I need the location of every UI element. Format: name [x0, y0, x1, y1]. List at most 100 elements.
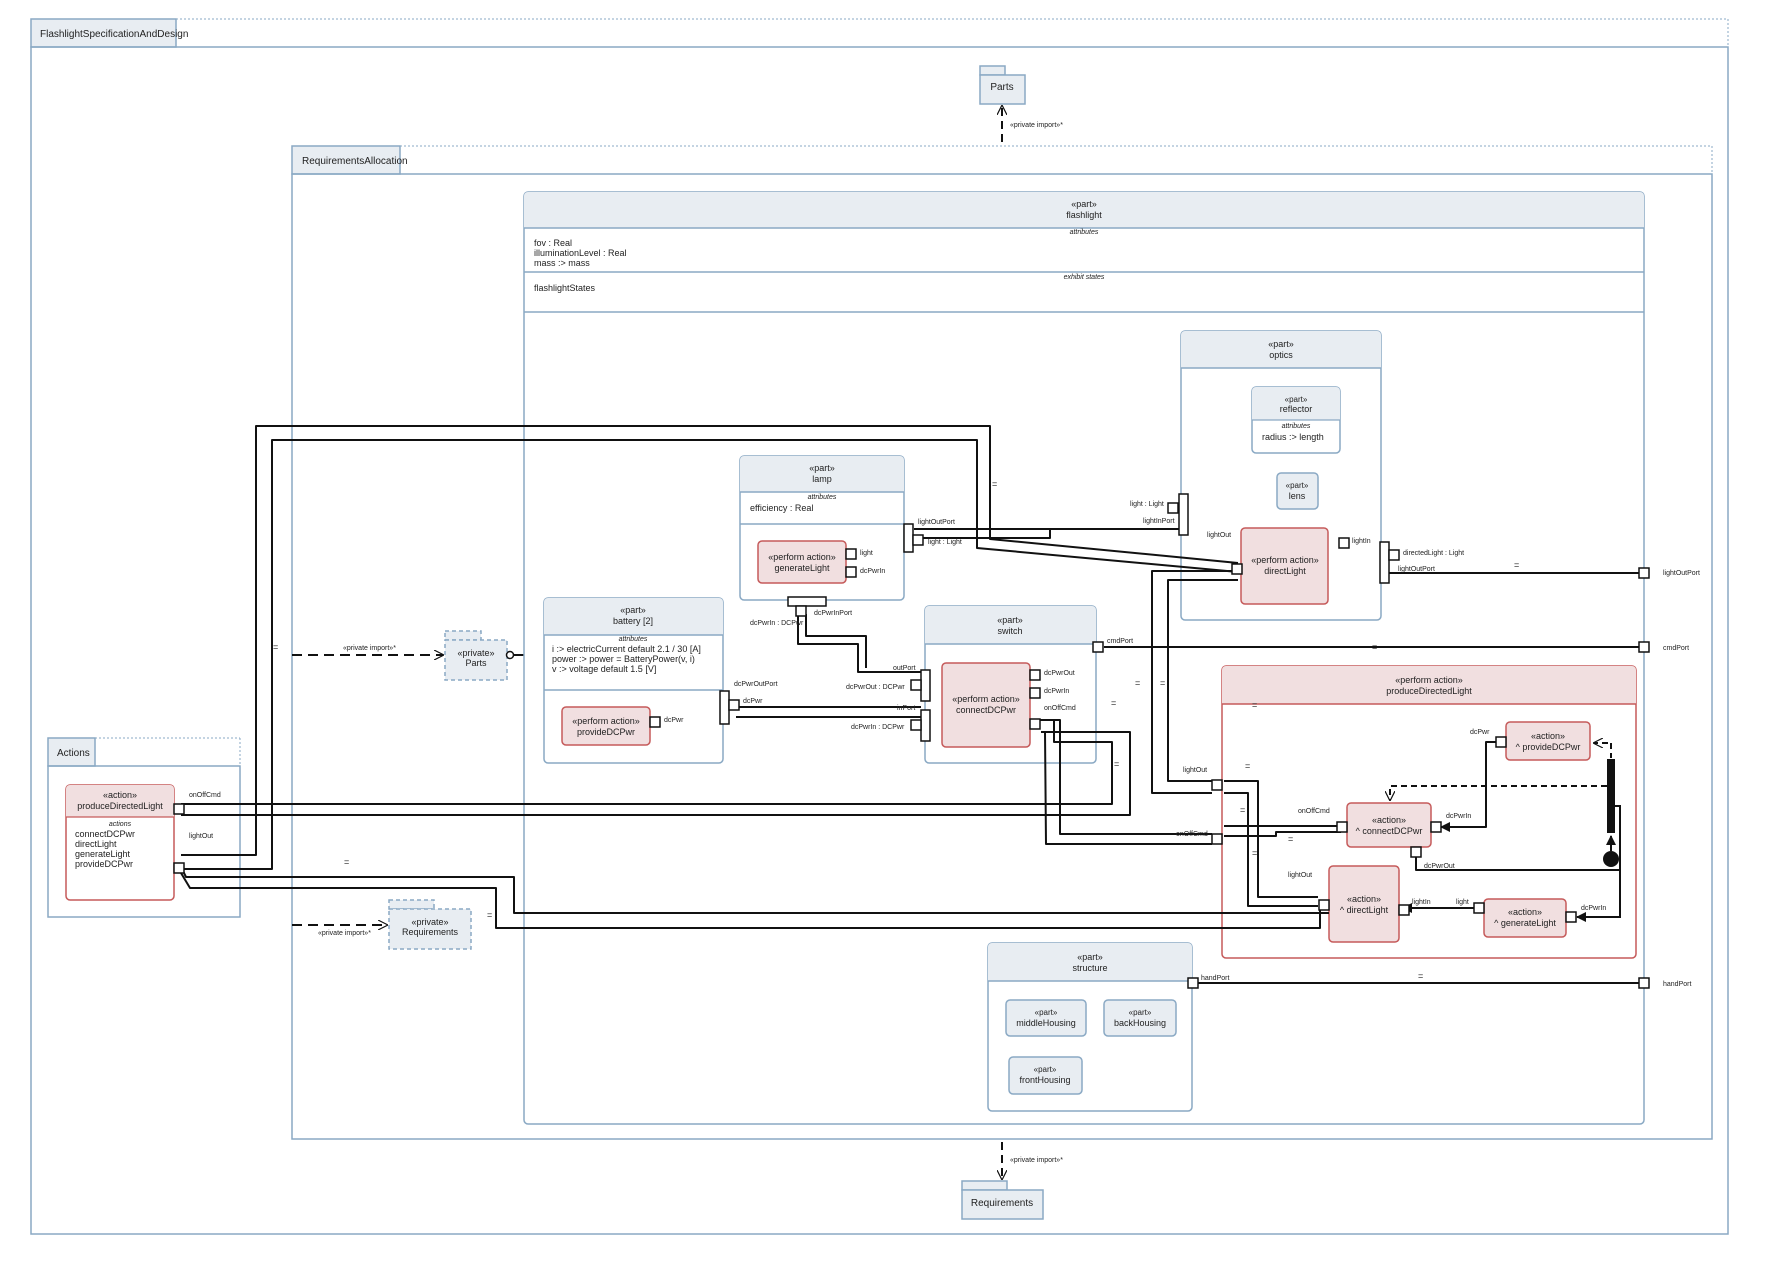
action-produce-directed-light[interactable]: «action» produceDirectedLight actions co… [65, 784, 175, 901]
svg-text:=: = [1135, 678, 1140, 688]
port-switch-cmd [1092, 641, 1104, 653]
pin-provide-dcpwr-inner [1495, 736, 1507, 748]
pin-pdl-lightout [1211, 779, 1223, 791]
pin-direct-lightout-inner [1318, 899, 1330, 911]
svg-text:onOffCmd: onOffCmd [1298, 808, 1330, 815]
fork-bar [1607, 759, 1615, 833]
ports[interactable] [173, 493, 1650, 989]
action-connect-dcpwr[interactable]: «action» ^ connectDCPwr [1346, 802, 1432, 848]
action-provide-dcpwr[interactable]: «action» ^ provideDCPwr [1505, 721, 1591, 761]
part-name: lens [1289, 491, 1306, 501]
perform-provide-dcpwr[interactable]: «perform action» provideDCPwr [561, 706, 651, 746]
pin-direct-lightin-inner [1398, 904, 1410, 916]
part-reflector[interactable]: «part» reflector attributes radius :> le… [1251, 386, 1341, 454]
svg-text:light: light [1456, 899, 1469, 906]
pin-battery-dcpwr [728, 699, 740, 711]
part-lens[interactable]: «part» lens [1276, 472, 1319, 510]
action-name: produceDirectedLight [1386, 686, 1472, 696]
svg-text:directedLight : Light: directedLight : Light [1403, 550, 1464, 557]
part-stereotype: «part» [809, 463, 835, 473]
svg-text:=: = [1252, 700, 1257, 710]
import-label: «private import»* [1010, 122, 1063, 129]
port-battery-dcpwrout [719, 690, 730, 725]
port-lamp-lightout [903, 523, 914, 553]
action-stereotype: «perform action» [768, 552, 836, 562]
part-back-housing[interactable]: «part» backHousing [1103, 999, 1177, 1037]
package-label: Parts [990, 82, 1013, 93]
svg-text:dcPwrIn: dcPwrIn [1446, 813, 1471, 820]
part-name: battery [2] [613, 616, 653, 626]
svg-text:lightOut: lightOut [1207, 532, 1231, 539]
action-stereotype: «action» [103, 790, 137, 800]
svg-text:lightOut: lightOut [1183, 767, 1207, 774]
svg-text:dcPwrIn : DCPwr: dcPwrIn : DCPwr [851, 724, 905, 731]
action-name: ^ generateLight [1494, 918, 1556, 928]
part-stereotype: «part» [1035, 1008, 1058, 1017]
action-name: ^ connectDCPwr [1356, 826, 1423, 836]
part-middle-housing[interactable]: «part» middleHousing [1005, 999, 1087, 1037]
svg-text:=: = [1111, 698, 1116, 708]
port-structure-hand [1187, 977, 1199, 989]
pin-directed-light [1388, 549, 1400, 561]
part-front-housing[interactable]: «part» frontHousing [1008, 1056, 1083, 1095]
package-private-parts[interactable]: «private» Parts [444, 630, 508, 681]
port-lamp-dcpwrin [787, 596, 827, 607]
package-actions[interactable]: Actions [47, 737, 241, 918]
port-labels: light : Light lightInPort lightOutPort l… [189, 501, 1700, 988]
svg-text:cmdPort: cmdPort [1107, 638, 1133, 645]
package-label: RequirementsAllocation [302, 156, 408, 167]
package-label: Requirements [971, 1198, 1033, 1209]
attribute: illuminationLevel : Real [534, 248, 627, 258]
action-stereotype: «perform action» [1251, 555, 1319, 565]
pin-connect-dcpwrin-inner [1430, 821, 1442, 833]
package-parts-top[interactable]: Parts [979, 65, 1026, 105]
port-switch-in [920, 709, 931, 742]
package-flashlight-spec[interactable]: FlashlightSpecificationAndDesign [30, 18, 1729, 1235]
import-label: «private import»* [1010, 1157, 1063, 1164]
action-item: provideDCPwr [75, 859, 133, 869]
perform-connect-dcpwr[interactable]: «perform action» connectDCPwr [941, 662, 1031, 748]
svg-text:=: = [1372, 642, 1377, 652]
svg-text:dcPwrOutPort: dcPwrOutPort [734, 681, 778, 688]
svg-text:outPort: outPort [893, 665, 916, 672]
package-private-requirements[interactable]: «private» Requirements [388, 899, 472, 950]
pin-connect-onoffcmd [1029, 718, 1041, 730]
svg-text:=: = [1514, 560, 1519, 570]
action-stereotype: «action» [1508, 907, 1542, 917]
part-stereotype: «part» [1285, 395, 1308, 404]
pin-gen-light [845, 548, 857, 560]
pin-lamp-dcpwrin [795, 605, 807, 617]
part-name: frontHousing [1019, 1075, 1070, 1085]
svg-text:lightIn: lightIn [1352, 538, 1371, 545]
svg-text:inPort: inPort [897, 705, 915, 712]
action-stereotype: «perform action» [1395, 675, 1463, 685]
svg-text:dcPwrIn: dcPwrIn [860, 568, 885, 575]
svg-text:dcPwrOut: dcPwrOut [1044, 670, 1075, 677]
action-stereotype: «action» [1531, 731, 1565, 741]
part-name: lamp [812, 474, 832, 484]
svg-text:=: = [344, 857, 349, 867]
package-requirements-bottom[interactable]: Requirements [961, 1180, 1044, 1220]
svg-text:dcPwrOut : DCPwr: dcPwrOut : DCPwr [846, 684, 905, 691]
attribute: i :> electricCurrent default 2.1 / 30 [A… [552, 644, 701, 654]
perform-direct-light[interactable]: «perform action» directLight [1240, 527, 1329, 605]
port-outer-hand [1638, 977, 1650, 989]
pin-lightin [1338, 537, 1350, 549]
connector-wires [180, 425, 1646, 984]
package-stereotype: «private» [457, 648, 494, 658]
perform-generate-light[interactable]: «perform action» generateLight [757, 540, 847, 584]
part-name: flashlight [1066, 210, 1102, 220]
package-label: FlashlightSpecificationAndDesign [40, 29, 188, 40]
svg-text:lightOutPort: lightOutPort [1398, 566, 1435, 573]
package-stereotype: «private» [411, 917, 448, 927]
package-requirements-allocation[interactable]: RequirementsAllocation [291, 145, 1713, 1140]
attribute: mass :> mass [534, 258, 590, 268]
svg-text:=: = [273, 642, 278, 652]
action-generate-light[interactable]: «action» ^ generateLight [1483, 898, 1567, 938]
part-stereotype: «part» [1268, 339, 1294, 349]
action-direct-light[interactable]: «action» ^ directLight [1328, 865, 1400, 943]
svg-text:onOffCmd: onOffCmd [1176, 831, 1208, 838]
attribute: fov : Real [534, 238, 572, 248]
state: flashlightStates [534, 283, 596, 293]
